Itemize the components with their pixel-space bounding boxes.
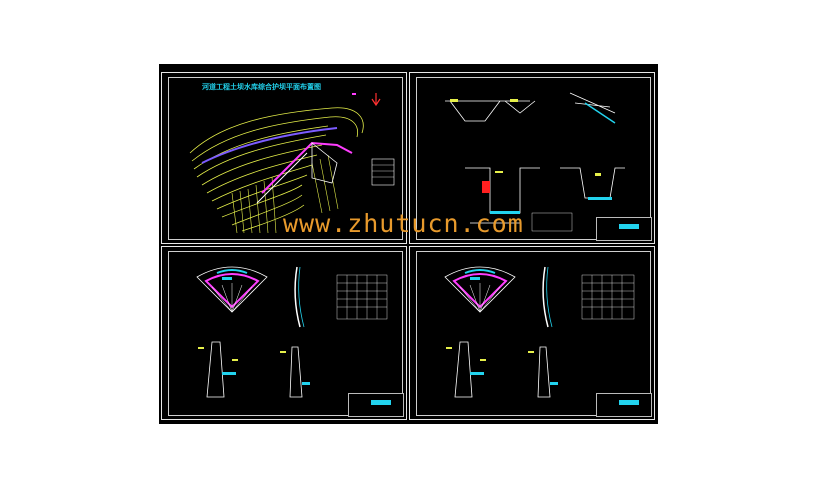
sheet-frame [168, 77, 403, 240]
title-block [596, 393, 652, 417]
sheet-frame [168, 251, 403, 416]
sheet-title: 河道工程土坝水库综合护坝平面布置图 [202, 83, 321, 91]
plan-drawing [189, 93, 395, 234]
watermark-text: www.zhutucn.com [283, 209, 524, 238]
detail-drawing-b [444, 266, 635, 398]
sheet-frame [416, 251, 651, 416]
sheet-frame [416, 77, 651, 240]
drawing-board: 河道工程土坝水库综合护坝平面布置图 [159, 64, 658, 424]
sheet-sections[interactable] [409, 72, 655, 244]
detail-drawing-a [196, 266, 388, 398]
title-block [596, 217, 652, 241]
sheet-plan[interactable]: 河道工程土坝水库综合护坝平面布置图 [161, 72, 407, 244]
title-block [348, 393, 404, 417]
sheet-details-b[interactable] [409, 246, 655, 420]
sheet-details-a[interactable] [161, 246, 407, 420]
section-drawing [445, 92, 625, 232]
